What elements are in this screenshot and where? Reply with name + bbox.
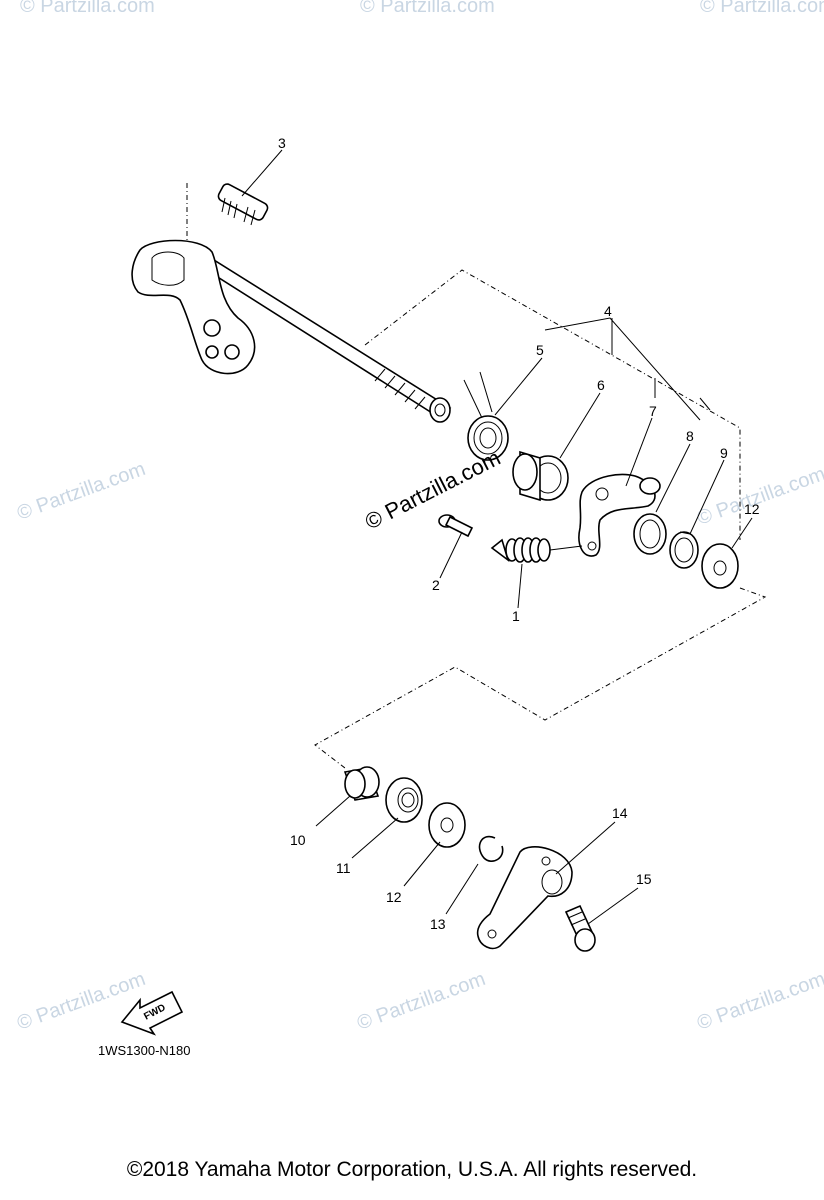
part-12-washer-upper bbox=[701, 543, 739, 589]
diagram-code: 1WS1300-N180 bbox=[98, 1043, 191, 1058]
callout-labels: 3 4 5 6 7 8 9 12 2 1 10 11 12 13 14 15 bbox=[278, 135, 760, 932]
part-8-washer bbox=[633, 513, 667, 555]
callout-4-bracket bbox=[544, 317, 711, 421]
watermark-top-right: © Partzilla.com bbox=[700, 0, 824, 17]
callout-12-lower: 12 bbox=[386, 889, 402, 905]
part-5-torsion-spring bbox=[463, 371, 509, 461]
watermark-mid-left: © Partzilla.com bbox=[14, 458, 148, 525]
part-9-circlip bbox=[669, 531, 699, 569]
callout-3: 3 bbox=[278, 135, 286, 151]
callout-7: 7 bbox=[649, 403, 657, 419]
callout-10: 10 bbox=[290, 832, 306, 848]
copyright-footer: ©2018 Yamaha Motor Corporation, U.S.A. A… bbox=[126, 1158, 698, 1181]
callout-6: 6 bbox=[597, 377, 605, 393]
watermark-mid-right: © Partzilla.com bbox=[694, 463, 824, 530]
part-12-washer-lower bbox=[428, 802, 466, 848]
assembly-upper-line bbox=[364, 269, 741, 540]
callout-1: 1 bbox=[512, 608, 520, 624]
callout-15: 15 bbox=[636, 871, 652, 887]
shift-arm-plate bbox=[131, 239, 256, 375]
watermark-layer: © Partzilla.com © Partzilla.com © Partzi… bbox=[14, 0, 824, 1035]
watermark-bottom-right: © Partzilla.com bbox=[694, 968, 824, 1035]
watermark-bottom-center: © Partzilla.com bbox=[354, 968, 488, 1035]
callout-2: 2 bbox=[432, 577, 440, 593]
callout-8: 8 bbox=[686, 428, 694, 444]
partzilla-brand-watermark: © Partzilla.com bbox=[361, 445, 504, 535]
part-14-shift-arm bbox=[476, 846, 573, 950]
leader-lines bbox=[241, 149, 753, 925]
callout-11: 11 bbox=[336, 860, 351, 876]
watermark-top-left: © Partzilla.com bbox=[20, 0, 155, 17]
assembly-lower-line bbox=[314, 587, 767, 769]
part-1-spring bbox=[490, 537, 583, 563]
callout-14: 14 bbox=[612, 805, 628, 821]
part-15-bolt bbox=[564, 904, 596, 952]
watermark-top-center: © Partzilla.com bbox=[360, 0, 495, 17]
callout-5: 5 bbox=[536, 342, 544, 358]
part-11-oil-seal bbox=[385, 777, 423, 823]
callout-12-upper: 12 bbox=[744, 501, 760, 517]
part-13-circlip bbox=[478, 835, 504, 862]
part-6-collar bbox=[512, 450, 569, 502]
part-3-stopper-bolt bbox=[217, 183, 269, 226]
part-10-needle-bearing bbox=[343, 766, 380, 801]
callout-9: 9 bbox=[720, 445, 728, 461]
part-7-lever bbox=[578, 473, 661, 557]
callout-4: 4 bbox=[604, 303, 612, 319]
part-2-pin bbox=[438, 514, 474, 538]
callout-13: 13 bbox=[430, 916, 446, 932]
fwd-arrow-icon: FWD bbox=[120, 990, 184, 1036]
